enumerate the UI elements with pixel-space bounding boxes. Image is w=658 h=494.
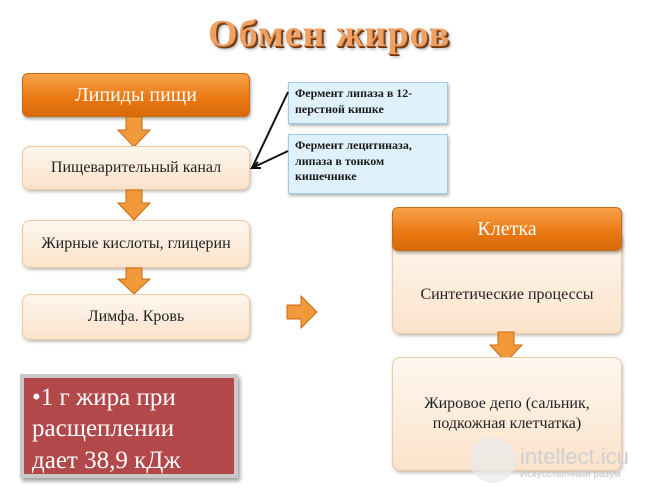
down-arrow-4	[488, 331, 524, 363]
node-food-lipids-label: Липиды пищи	[75, 83, 197, 106]
node-cell: Клетка	[392, 207, 622, 251]
enzyme-lecithinase-intestine-label: Фермент лецитиназа, липаза в тонком кише…	[295, 138, 412, 184]
node-digestive-tract: Пищеварительный канал	[22, 146, 250, 190]
node-digestive-tract-label: Пищеварительный канал	[50, 159, 222, 176]
energy-fact-box: •1 г жира при расщеплении дает 38,9 кДж	[20, 374, 238, 478]
node-lymph-blood: Лимфа. Кровь	[22, 294, 250, 340]
node-synthesis-label: Синтетические процессы	[420, 286, 594, 303]
enzyme-lipase-duodenum-label: Фермент липаза в 12-перстной кишке	[295, 86, 413, 116]
enzyme-connector-2	[251, 150, 289, 169]
down-arrow-2	[116, 189, 152, 221]
watermark-tagline: Искусственный разум	[520, 469, 621, 480]
node-fat-depot-label: Жировое депо (сальник, подкожная клетчат…	[424, 395, 590, 432]
down-arrow-3	[116, 267, 152, 295]
enzyme-lecithinase-intestine: Фермент лецитиназа, липаза в тонком кише…	[288, 134, 448, 194]
node-food-lipids: Липиды пищи	[22, 73, 250, 117]
right-arrow	[286, 294, 318, 330]
watermark-name: intellect.icu	[520, 444, 629, 469]
node-cell-label: Клетка	[477, 217, 537, 240]
down-arrow-1	[116, 116, 152, 148]
watermark-logo-icon	[470, 437, 516, 483]
page-title: Обмен жиров	[207, 13, 451, 55]
enzyme-connector-1	[251, 91, 289, 169]
node-lymph-blood-label: Лимфа. Кровь	[87, 308, 185, 325]
node-fatty-acids-label: Жирные кислоты, глицерин	[41, 235, 231, 252]
enzyme-lipase-duodenum: Фермент липаза в 12-перстной кишке	[288, 82, 448, 124]
energy-fact-text: •1 г жира при расщеплении дает 38,9 кДж	[32, 384, 181, 474]
